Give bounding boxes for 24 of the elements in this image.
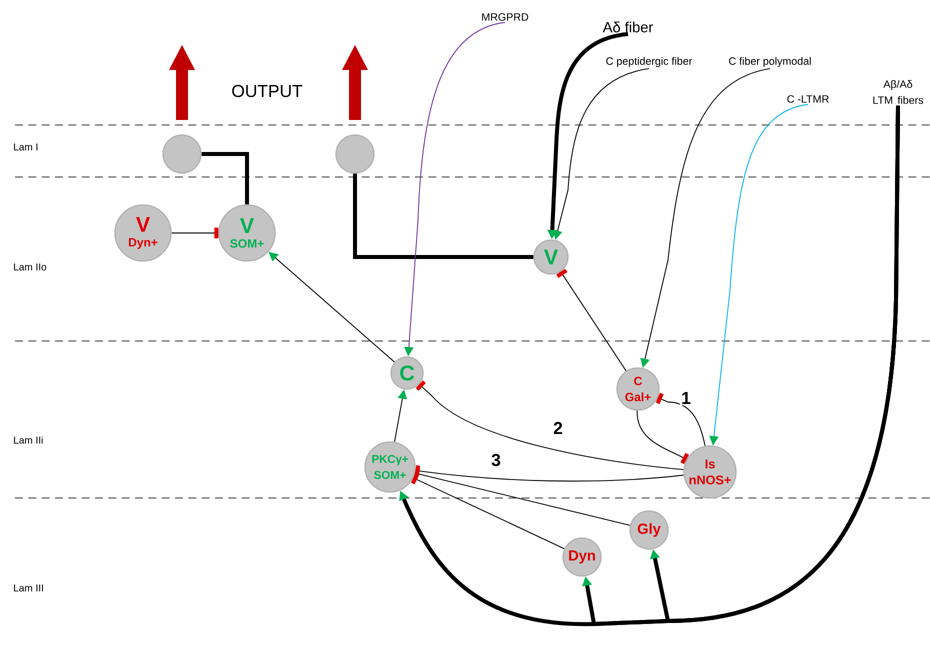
connector-line bbox=[353, 174, 534, 259]
neuron-circle bbox=[335, 134, 375, 174]
edge-label: 3 bbox=[490, 452, 502, 468]
inhibitory-connector bbox=[556, 268, 627, 372]
inhibitory-connector bbox=[414, 468, 630, 526]
neuron-circle bbox=[162, 134, 202, 174]
fiber-label: Aδ fiber bbox=[602, 22, 654, 32]
fiber-label: Aβ/Aδ LTM fibers bbox=[873, 80, 924, 104]
edge-label: 2 bbox=[552, 420, 564, 436]
inhibitory-connector bbox=[656, 392, 706, 446]
edge-label: 1 bbox=[680, 390, 692, 406]
output-label: OUTPUT bbox=[232, 84, 302, 98]
connector-line bbox=[202, 152, 249, 204]
fiber-label: C fiber polymodal bbox=[729, 57, 811, 67]
inhibitory-connector bbox=[171, 228, 218, 238]
arrow bbox=[650, 105, 900, 623]
lamina-label: Lam I bbox=[14, 144, 38, 150]
inhibitory-connector bbox=[414, 465, 684, 482]
fiber-label: MRGPRD bbox=[482, 13, 528, 21]
lamina-label: Lam III bbox=[14, 584, 43, 592]
fiber-label: C peptidergic fiber bbox=[606, 57, 692, 67]
lamina-label: Lam IIo bbox=[14, 264, 46, 270]
fiber-label: C -LTMR bbox=[787, 95, 829, 103]
lamina-label: Lam IIi bbox=[14, 436, 43, 444]
